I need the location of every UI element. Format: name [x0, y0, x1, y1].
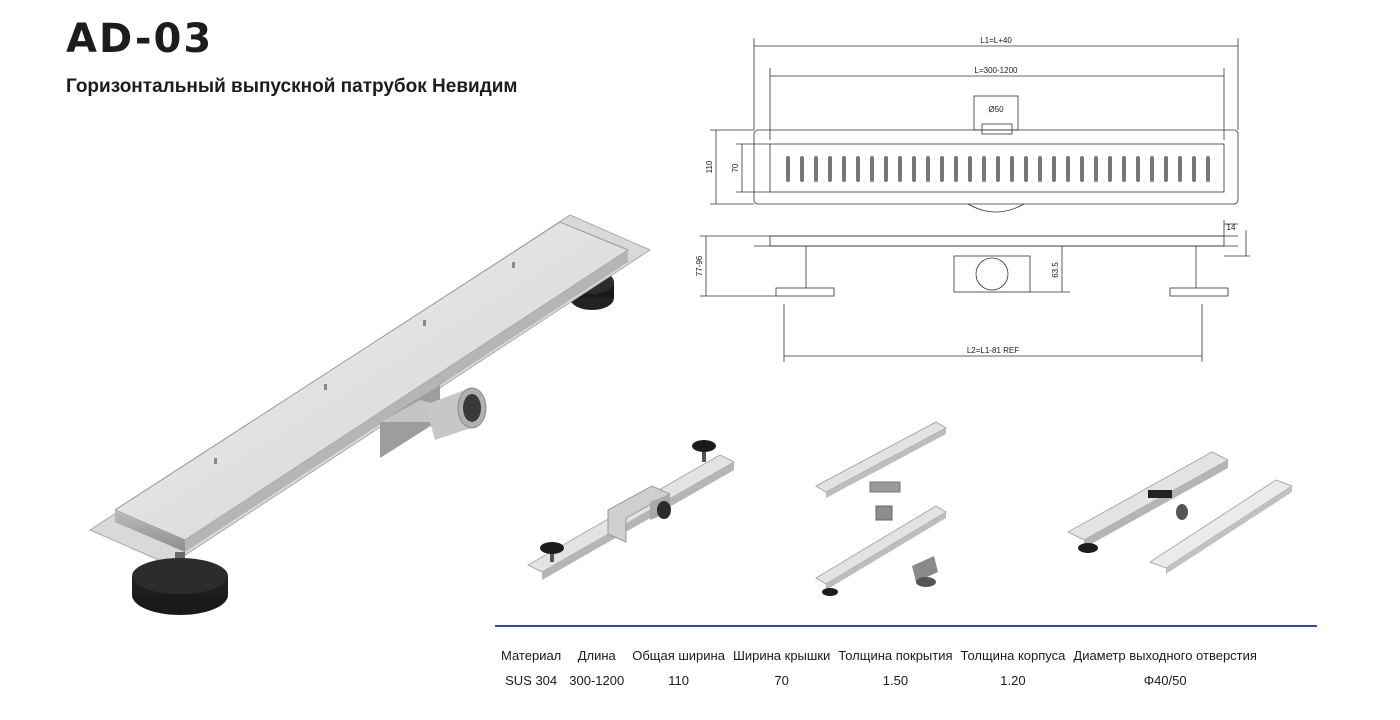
spec-header-length: Длина — [577, 648, 616, 663]
technical-drawing: L1=L+40 L=300-1200 Ø50 110 70 14 27 77-9… — [695, 36, 1250, 362]
dim-body-depth: 63.5 — [1051, 262, 1060, 278]
product-subtitle: Горизонтальный выпускной патрубок Невиди… — [66, 76, 518, 97]
spec-value-total-width: 110 — [668, 673, 689, 688]
spec-header-outlet-diameter: Диаметр выходного отверстия — [1073, 648, 1257, 663]
cover-slot-marks — [214, 262, 515, 464]
spec-value-coating-thickness: 1.50 — [882, 673, 909, 688]
thumbnail-underside-view — [526, 440, 736, 580]
dim-total-width: 110 — [705, 160, 714, 173]
dim-length: L=300-1200 — [975, 66, 1018, 75]
drain-channel-end — [115, 510, 185, 552]
spec-header-row: Материал Длина Общая ширина Ширина крышк… — [497, 642, 1261, 667]
dim-outlet: Ø50 — [988, 105, 1004, 114]
spec-header-total-width: Общая ширина — [632, 648, 725, 663]
product-model-title: AD-03 — [66, 16, 214, 62]
outlet-pipe — [425, 387, 487, 440]
spec-value-cover-width: 70 — [774, 673, 789, 688]
thumbnail-exploded-view — [814, 421, 948, 596]
spec-header-body-thickness: Толщина корпуса — [960, 648, 1066, 663]
spec-value-row: SUS 304 300-1200 110 70 1.50 1.20 Φ40/50 — [497, 667, 1261, 692]
spec-value-length: 300-1200 — [569, 673, 625, 688]
drain-channel-side — [185, 250, 628, 552]
spec-table: Материал Длина Общая ширина Ширина крышк… — [497, 642, 1261, 692]
spec-header-material: Материал — [501, 648, 562, 663]
spec-value-body-thickness: 1.20 — [1000, 673, 1026, 688]
support-foot-front — [132, 552, 228, 615]
thumbnail-cover-removed-view — [1066, 451, 1294, 574]
dim-height: 77-96 — [695, 255, 704, 276]
dim-flange: 14 — [1227, 223, 1236, 232]
spec-value-outlet-diameter: Φ40/50 — [1143, 673, 1187, 688]
spec-header-cover-width: Ширина крышки — [732, 648, 831, 663]
dim-cover-depth: 27 — [1249, 239, 1250, 248]
dim-cover-width: 70 — [731, 163, 740, 172]
spec-header-coating-thickness: Толщина покрытия — [838, 648, 953, 663]
spec-value-material: SUS 304 — [505, 673, 558, 688]
main-product-render — [88, 214, 652, 615]
dim-total-length: L1=L+40 — [980, 36, 1012, 45]
dim-foot-spacing: L2=L1-81 REF — [967, 346, 1019, 355]
spec-divider — [495, 625, 1317, 627]
